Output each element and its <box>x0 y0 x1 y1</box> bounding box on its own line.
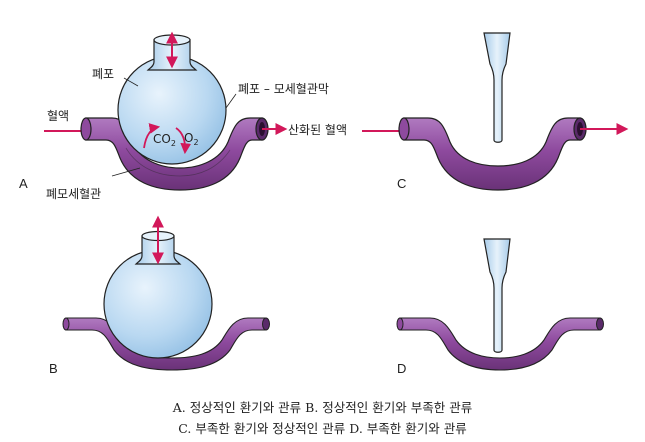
panel-letter-d: D <box>397 361 406 376</box>
caption-line-2: C. 부족한 환기와 정상적인 관류 D. 부족한 환기와 관류 <box>178 421 467 436</box>
o2-arrow <box>175 127 192 155</box>
airway-c <box>483 32 511 143</box>
panel-letter-b: B <box>49 361 58 376</box>
gas-o2-label: O2 <box>184 131 199 147</box>
alveolus-b <box>103 249 213 359</box>
capillary-left-opening <box>80 117 92 141</box>
label-capillary: 폐모세혈관 <box>46 187 101 201</box>
label-alveolus: 폐포 <box>92 67 114 81</box>
caption-line-1: A. 정상적인 환기와 관류 B. 정상적인 환기와 부족한 관류 <box>172 400 473 415</box>
gas-co2-label: CO2 <box>153 132 176 148</box>
label-blood-in: 혈액 <box>47 109 69 123</box>
panel-letter-c: C <box>397 176 406 191</box>
pulmonary-capillary-c <box>403 117 581 191</box>
label-blood-out: 산화된 혈액 <box>288 123 347 137</box>
label-membrane: 폐포 – 모세혈관막 <box>238 82 329 96</box>
panel-b: B <box>49 215 270 376</box>
panel-c: C <box>362 32 629 191</box>
airway-d <box>483 238 511 353</box>
co2-arrow <box>143 123 161 149</box>
panel-letter-a: A <box>19 176 28 191</box>
panel-a: CO2 O2 폐포 폐포 – 모세혈관막 혈액 산화된 혈액 폐모세혈관 A <box>19 31 347 201</box>
panel-d: D <box>396 238 604 376</box>
